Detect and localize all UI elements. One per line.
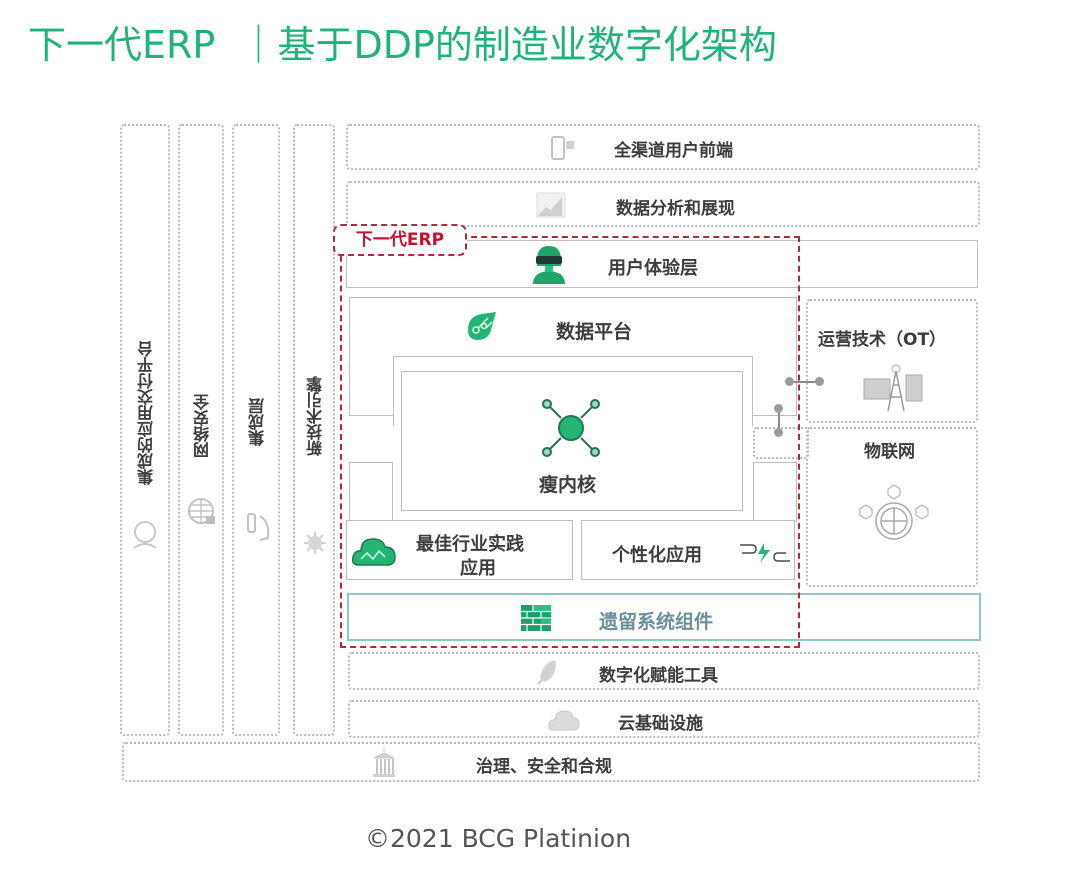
layer-label: 遗留系统组件 xyxy=(599,611,714,633)
layer-lean-core: 瘦内核 xyxy=(401,371,743,511)
plug-hand-icon xyxy=(247,513,270,541)
building-columns-icon xyxy=(373,748,395,777)
page-title: 下一代ERP ｜基于DDP的制造业数字化架构 xyxy=(28,23,777,67)
layer-label: 数据分析和展现 xyxy=(616,199,735,219)
column-label: 新技术引擎 xyxy=(306,376,325,456)
layer-label: 云基础设施 xyxy=(618,714,703,734)
layer-governance-security-compliance: 治理、安全和合规 xyxy=(122,742,980,782)
block-iot: 物联网 xyxy=(806,427,978,587)
brick-wall-icon xyxy=(521,605,551,631)
connector-node xyxy=(774,404,783,413)
connector-line xyxy=(790,381,820,383)
column-label: 集成的应用交付平台 xyxy=(137,341,156,485)
plug-lightning-icon xyxy=(740,543,790,563)
connector-node xyxy=(785,377,794,386)
layer-label-line1: 最佳行业实践 xyxy=(416,534,524,555)
circuit-cloud-icon xyxy=(351,538,396,566)
copyright-footer: ©2021 BCG Platinion xyxy=(365,824,632,853)
layer-label: 数据平台 xyxy=(556,321,633,343)
layer-label: 用户体验层 xyxy=(608,258,698,279)
connector-node xyxy=(815,377,824,386)
cloud-circuit-icon xyxy=(548,710,580,731)
layer-label-line2: 应用 xyxy=(460,558,496,579)
gear-burst-icon xyxy=(304,532,326,554)
tower-machine-icon xyxy=(863,364,923,412)
block-label: 物联网 xyxy=(864,442,915,462)
column-new-tech-engine: 新技术引擎 xyxy=(293,124,335,736)
connector-line xyxy=(778,410,780,434)
connector-node xyxy=(774,428,783,437)
layer-personalized-apps: 个性化应用 xyxy=(581,520,795,580)
hub-arrows-icon xyxy=(542,399,600,457)
column-label: 网络安全 xyxy=(193,394,212,458)
block-operational-technology: 运营技术（OT） xyxy=(806,299,978,423)
chart-trend-icon xyxy=(536,192,566,218)
layer-label: 个性化应用 xyxy=(612,545,702,566)
rocket-icon xyxy=(537,660,556,685)
layer-data-analytics: 数据分析和展现 xyxy=(346,181,980,227)
column-label: 集成层 xyxy=(248,398,267,446)
column-app-delivery-platform: 集成的应用交付平台 xyxy=(120,124,170,736)
column-network-security: 网络安全 xyxy=(178,124,224,736)
data-leaf-icon xyxy=(468,312,496,340)
layer-digital-enablement-tools: 数字化赋能工具 xyxy=(348,652,980,690)
layer-cloud-infrastructure: 云基础设施 xyxy=(348,700,980,738)
cloud-hand-icon xyxy=(133,521,157,549)
data-platform-right-lower xyxy=(753,462,797,522)
vr-user-icon xyxy=(533,246,565,284)
mobile-devices-icon xyxy=(551,136,574,160)
data-platform-left-lower xyxy=(349,462,393,522)
iot-globe-icon xyxy=(859,484,929,540)
next-gen-erp-boundary xyxy=(340,236,800,648)
layer-omnichannel-frontend: 全渠道用户前端 xyxy=(346,124,980,170)
layer-label: 治理、安全和合规 xyxy=(476,757,612,777)
layer-label: 数字化赋能工具 xyxy=(599,666,718,686)
next-gen-erp-tag: 下一代ERP xyxy=(333,224,467,256)
layer-label: 瘦内核 xyxy=(539,474,597,496)
globe-lock-icon xyxy=(188,498,215,524)
layer-label: 全渠道用户前端 xyxy=(614,141,733,161)
block-label: 运营技术（OT） xyxy=(818,330,947,350)
layer-legacy-components: 遗留系统组件 xyxy=(347,593,981,641)
layer-best-practice-apps: 最佳行业实践 应用 xyxy=(346,520,573,580)
column-integration-layer: 集成层 xyxy=(232,124,280,736)
